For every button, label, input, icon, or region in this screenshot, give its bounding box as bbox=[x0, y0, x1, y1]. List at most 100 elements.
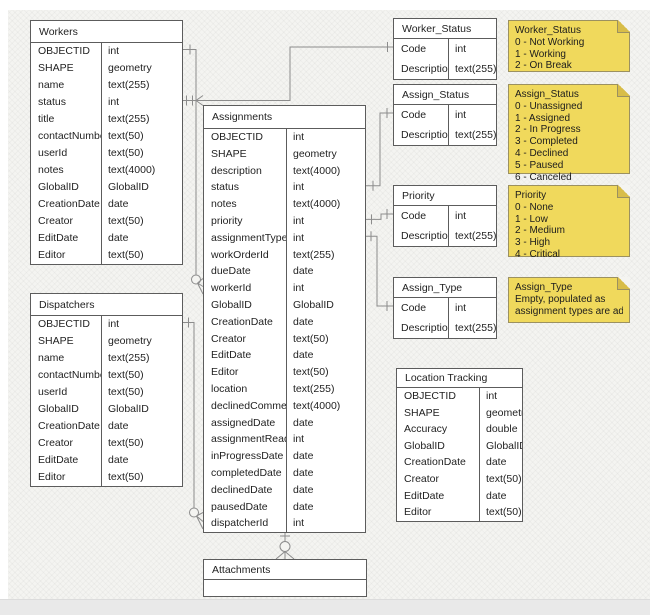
entity-priority[interactable]: PriorityCodeintDescriptiontext(255) bbox=[393, 185, 497, 247]
field-name: GlobalID bbox=[404, 439, 445, 452]
field-type: date bbox=[101, 196, 182, 213]
field-name: Creator bbox=[404, 472, 440, 485]
entity-worker_status[interactable]: Worker_StatusCodeintDescriptiontext(255) bbox=[393, 18, 497, 80]
field-row: Descriptiontext(255) bbox=[394, 318, 496, 338]
edge-assignments-status-assignstatus[interactable] bbox=[366, 108, 393, 191]
entity-title: Assign_Type bbox=[394, 278, 496, 298]
entity-title-label: Assign_Status bbox=[402, 88, 470, 101]
note-title: Priority bbox=[515, 190, 547, 201]
field-name: OBJECTID bbox=[404, 390, 456, 402]
field-type: int bbox=[286, 229, 365, 247]
edge-assignments-priority[interactable] bbox=[366, 209, 393, 225]
field-type: geometry bbox=[101, 60, 182, 77]
field-name: Description bbox=[401, 230, 448, 242]
field-type: text(50) bbox=[286, 330, 365, 348]
field-name: EditDate bbox=[404, 489, 445, 502]
note-line: 6 - Canceled bbox=[515, 171, 572, 183]
field-type: text(255) bbox=[448, 318, 496, 338]
field-name: status bbox=[38, 96, 67, 108]
field-type: text(50) bbox=[286, 364, 365, 381]
field-row: status int bbox=[31, 94, 182, 111]
edge-assignments-attachments[interactable] bbox=[275, 530, 295, 560]
field-name: completedDate bbox=[211, 466, 282, 479]
entity-location_tracking[interactable]: Location TrackingOBJECTIDintSHAPEgeometr… bbox=[396, 368, 523, 522]
field-type: int bbox=[448, 298, 496, 318]
field-type: date bbox=[286, 481, 365, 499]
field-type: date bbox=[101, 418, 182, 435]
field-name: Code bbox=[401, 109, 427, 121]
field-type: int bbox=[101, 94, 182, 111]
field-name: name bbox=[38, 79, 65, 91]
field-name: Editor bbox=[38, 249, 66, 261]
zero-circle bbox=[189, 507, 199, 518]
edge-dispatchers-assignments-dispatcherid[interactable] bbox=[183, 317, 204, 530]
field-type: GlobalID bbox=[479, 437, 522, 455]
note-title: Worker_Status bbox=[515, 25, 581, 36]
field-type: text(255) bbox=[101, 77, 182, 94]
field-type: date bbox=[479, 454, 522, 471]
field-name: Description bbox=[401, 129, 448, 141]
field-name: dispatcherId bbox=[211, 517, 269, 530]
edge-workers-assignments-workerid[interactable] bbox=[183, 44, 204, 295]
crowfoot-icon bbox=[195, 95, 204, 106]
field-type: double bbox=[479, 421, 522, 438]
entity-assign_status[interactable]: Assign_StatusCodeintDescriptiontext(255) bbox=[393, 84, 497, 146]
field-type: int bbox=[448, 206, 496, 226]
field-name: Code bbox=[401, 302, 427, 314]
entity-title: Priority bbox=[394, 186, 496, 206]
field-row: Code int bbox=[394, 298, 496, 318]
entity-title: Assign_Status bbox=[394, 85, 496, 105]
note-fold-corner-icon bbox=[617, 277, 630, 290]
edge-workers-status-workerstatus[interactable] bbox=[183, 42, 393, 106]
field-name: declinedComment bbox=[211, 399, 286, 412]
entity-attachments[interactable]: Attachments bbox=[203, 559, 367, 597]
field-type: text(50) bbox=[101, 128, 182, 145]
entity-title: Dispatchers bbox=[31, 294, 182, 316]
field-name: Creator bbox=[38, 215, 74, 227]
note-line: 2 - Medium bbox=[515, 225, 566, 237]
field-name: pausedDate bbox=[211, 500, 268, 513]
note-line: 3 - High bbox=[515, 237, 551, 249]
note-fold-corner-icon bbox=[617, 20, 630, 33]
field-type: int bbox=[286, 431, 365, 449]
field-row: declinedCommenttext(4000) bbox=[204, 397, 365, 415]
field-type: int bbox=[448, 105, 496, 125]
edge-assignments-assigntype[interactable] bbox=[366, 231, 393, 311]
crowfoot-icon bbox=[197, 278, 204, 295]
horizontal-scrollbar[interactable] bbox=[0, 599, 650, 615]
field-row: name text(255) bbox=[31, 77, 182, 94]
field-type: geometry bbox=[101, 333, 182, 350]
field-name: GlobalID bbox=[211, 298, 252, 311]
field-name: Description bbox=[401, 63, 448, 75]
field-row: GlobalID GlobalID bbox=[397, 437, 522, 455]
field-type: int bbox=[286, 179, 365, 197]
field-type: text(255) bbox=[286, 246, 365, 264]
entity-title-label: Assignments bbox=[212, 111, 273, 123]
field-name: CreationDate bbox=[211, 315, 273, 328]
